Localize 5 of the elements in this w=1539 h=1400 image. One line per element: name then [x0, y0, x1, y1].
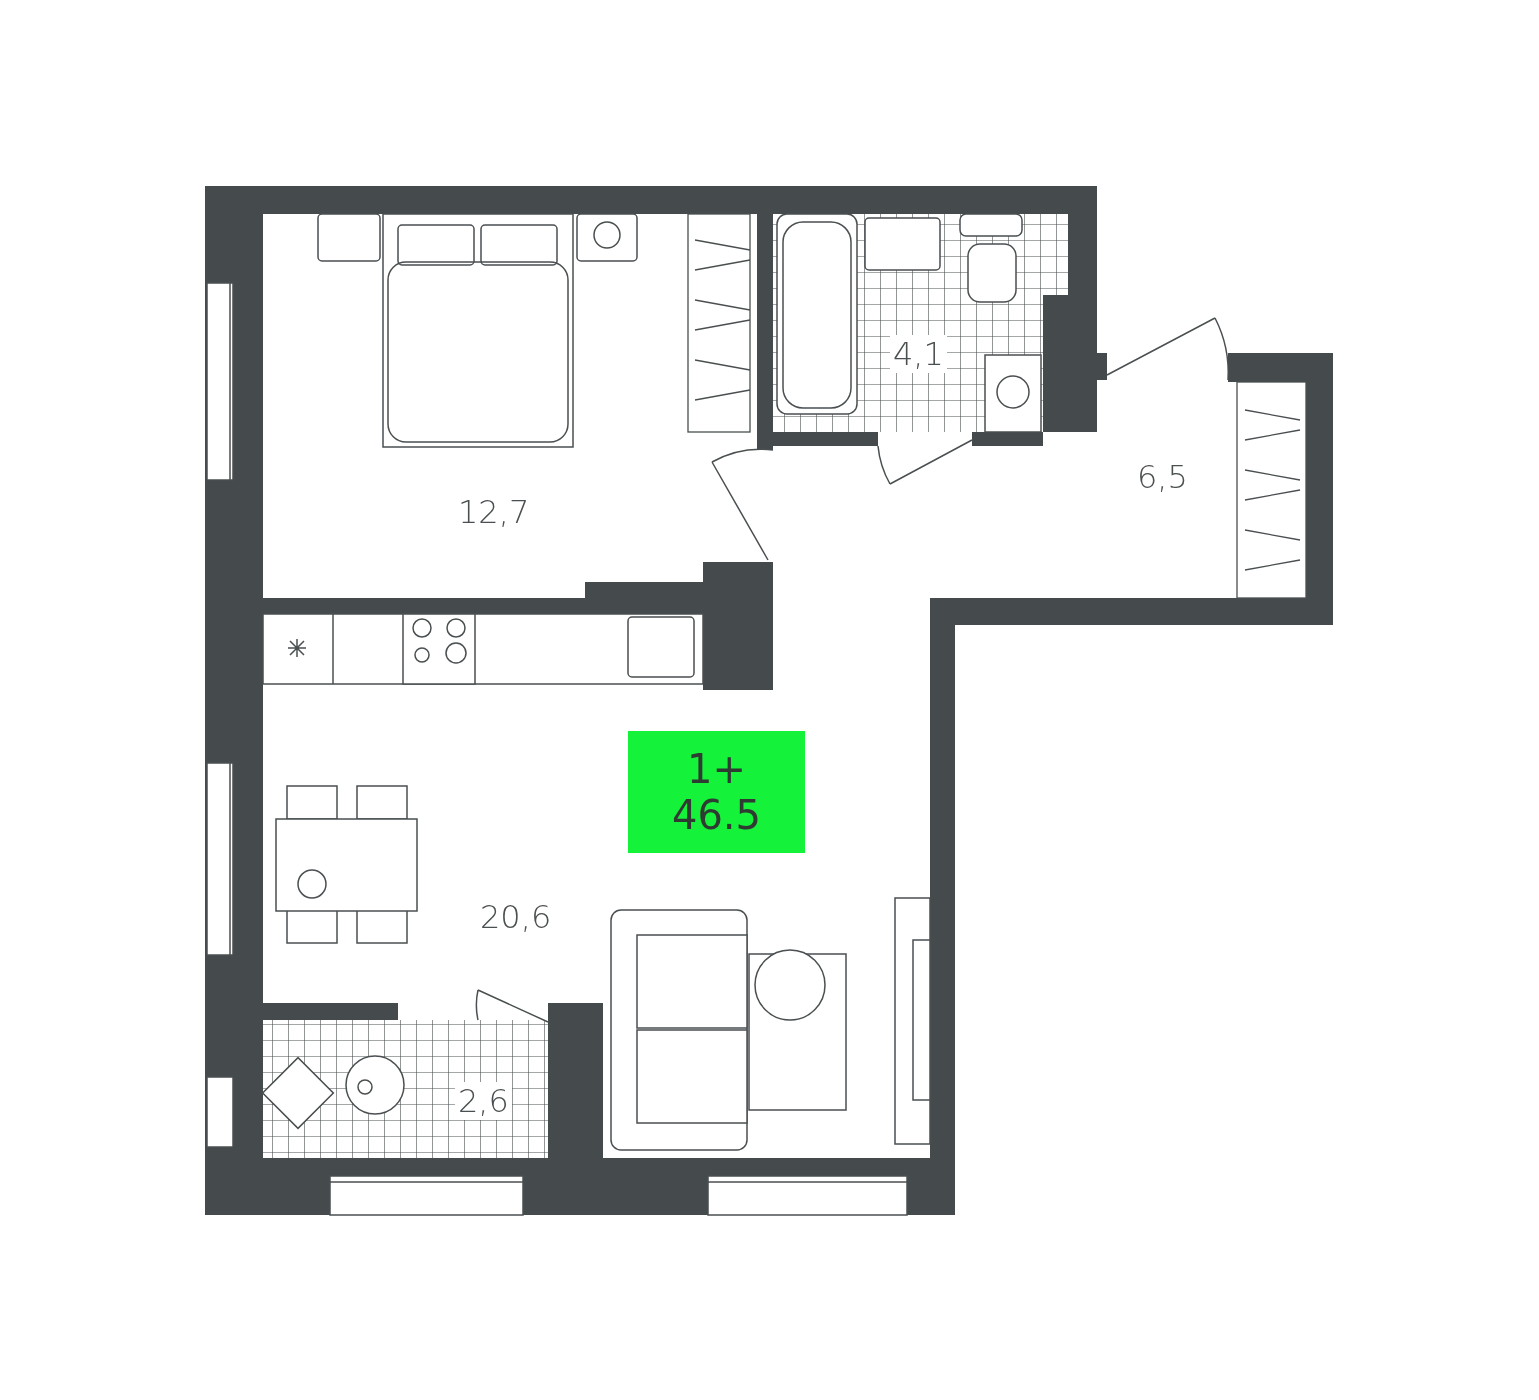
apartment-badge: [628, 731, 805, 853]
room-count: 1+: [687, 746, 746, 792]
area-label: 2,6: [455, 1082, 512, 1120]
total-area: 46.5: [671, 792, 762, 838]
area-label: 4,1: [890, 335, 947, 373]
